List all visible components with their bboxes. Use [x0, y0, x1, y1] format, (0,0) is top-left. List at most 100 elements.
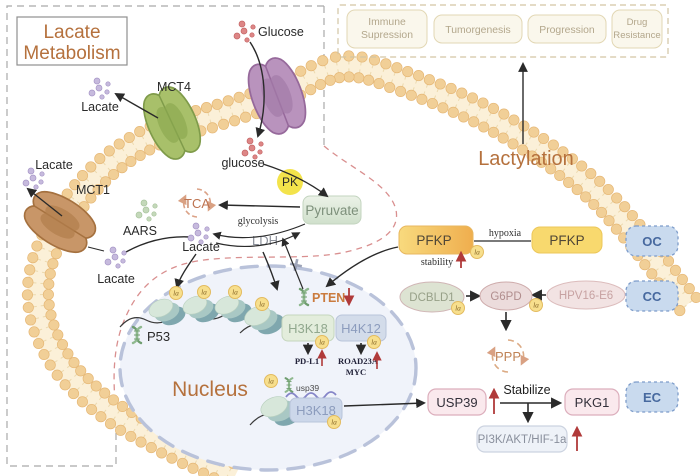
h4k12-box [335, 314, 387, 342]
ec-tag [625, 381, 679, 413]
g6pd-ellipse [479, 281, 533, 311]
arrow-pyruvate-to-lactate [212, 223, 306, 240]
cc-label: CC [643, 289, 662, 304]
la-badge: la [451, 301, 465, 315]
nucleosome-icon [182, 295, 220, 323]
nucleosome-icon [244, 305, 284, 335]
svg-text:la: la [474, 248, 480, 257]
lactate-dots-import [104, 246, 127, 269]
outcome-drug-line1: Drug [627, 17, 648, 28]
arrow-h3k18b-to-usp39 [343, 398, 426, 409]
road23a-label: ROAD23A [338, 356, 379, 366]
g6pd-label: G6PD [490, 291, 521, 303]
pi3k-label: PI3K/AKT/HIF-1a [478, 434, 567, 446]
line-mct1-to-dots [87, 246, 105, 252]
metabolite-dots-green [135, 199, 158, 222]
arrow-lactate-to-pyruvate [215, 232, 301, 247]
lactate-cyto-label: Lacate [182, 240, 220, 254]
dcbld1-ellipse [399, 281, 465, 313]
pyruvate-label: Pyruvate [305, 203, 358, 218]
ppp-cycle-icon: PPP [486, 339, 530, 373]
arrow-glucose-to-pyruvate [262, 163, 329, 198]
title-line1: Lacate [43, 22, 100, 43]
svg-text:la: la [259, 300, 265, 309]
nucleus-label: Nucleus [172, 378, 248, 401]
outcome-tumorgenesis [433, 14, 523, 44]
title-line2: Metabolism [23, 43, 120, 64]
rna-squiggle [285, 391, 337, 400]
mct4-label: MCT4 [157, 80, 191, 94]
pi3k-box [476, 425, 568, 453]
h3k18b-label: H3K18 [296, 403, 336, 418]
usp39-small-label: usp39 [296, 383, 319, 393]
la-badge: la [327, 415, 341, 429]
outcome-immune-suppression [346, 9, 428, 49]
mct1-label: MCT1 [76, 183, 110, 197]
svg-text:la: la [319, 338, 325, 347]
glucose-dots-int [241, 137, 264, 160]
stabilize-label: Stabilize [503, 383, 550, 397]
la-badge: la [315, 335, 329, 349]
lactate-import-label: Lacate [97, 272, 135, 286]
arrow-pten-to-ldh [281, 237, 304, 290]
arrow-mct1-export [26, 187, 63, 217]
svg-text:la: la [331, 418, 337, 427]
arrow-into-nucleosome [262, 251, 280, 291]
lactate-dots-out-left [22, 167, 45, 190]
usp39-box [427, 388, 487, 416]
pfkp-1-label: PFKP [416, 233, 451, 248]
la-badge: la [169, 286, 183, 300]
ppp-label: PPP [495, 349, 521, 364]
arrow-glucose-import [249, 41, 266, 138]
outcome-immune-line2: Supression [361, 30, 413, 41]
pkg1-label: PKG1 [575, 395, 610, 410]
arrow-lactate-to-la [174, 253, 197, 289]
pyruvate-box [302, 195, 362, 225]
outcome-tumorgenesis-label: Tumorgenesis [445, 25, 510, 36]
glucose-int-label: glucose [221, 156, 264, 170]
stability-label: stability [421, 257, 453, 268]
p53-label: P53 [147, 329, 170, 344]
pk-label: PK [282, 175, 298, 189]
dcbld1-label: DCBLD1 [409, 292, 454, 304]
h3k18-box [281, 314, 335, 342]
oc-tag [625, 225, 679, 257]
glucose-channel-icon [239, 51, 315, 141]
arrow-pyruvate-to-tca [218, 200, 301, 211]
lactate-top-label: Lacate [81, 100, 119, 114]
tca-cycle-icon: TCA [177, 188, 217, 218]
outcome-drug-resistance [611, 9, 663, 49]
svg-text:la: la [232, 288, 238, 297]
outcome-immune-line1: Immune [368, 17, 406, 28]
la-badge: la [264, 374, 278, 388]
nucleosome-icon [148, 298, 186, 326]
usp39-label: USP39 [436, 395, 477, 410]
pfkp-box-2 [531, 226, 603, 254]
hypoxia-label: hypoxia [489, 228, 522, 239]
svg-text:la: la [201, 288, 207, 297]
outcome-progression-label: Progression [539, 25, 595, 36]
glycolysis-label: glycolysis [238, 216, 279, 227]
pten-label: PTEN [312, 291, 345, 305]
svg-text:la: la [173, 289, 179, 298]
oc-label: OC [642, 234, 662, 249]
lactate-metabolism-title: Lacate Metabolism [16, 16, 128, 66]
line-aars-path [125, 236, 191, 253]
la-badge: la [529, 298, 543, 312]
nucleus [118, 264, 418, 472]
la-badge: la [470, 245, 484, 259]
svg-text:la: la [268, 377, 274, 386]
cc-tag [625, 280, 679, 312]
pdl1-label: PD-L1 [295, 356, 319, 366]
ec-label: EC [643, 390, 662, 405]
la-badge: la [255, 297, 269, 311]
hpv16e6-label: HPV16-E6 [559, 290, 613, 302]
arrow-mct4-export [114, 93, 159, 119]
glucose-ext-label: Glucose [258, 25, 304, 39]
pfkp-box-1 [398, 225, 474, 255]
outcomes-panel: Immune Supression Tumorgenesis Progressi… [337, 4, 669, 58]
la-badge: la [228, 285, 242, 299]
svg-text:la: la [371, 338, 377, 347]
